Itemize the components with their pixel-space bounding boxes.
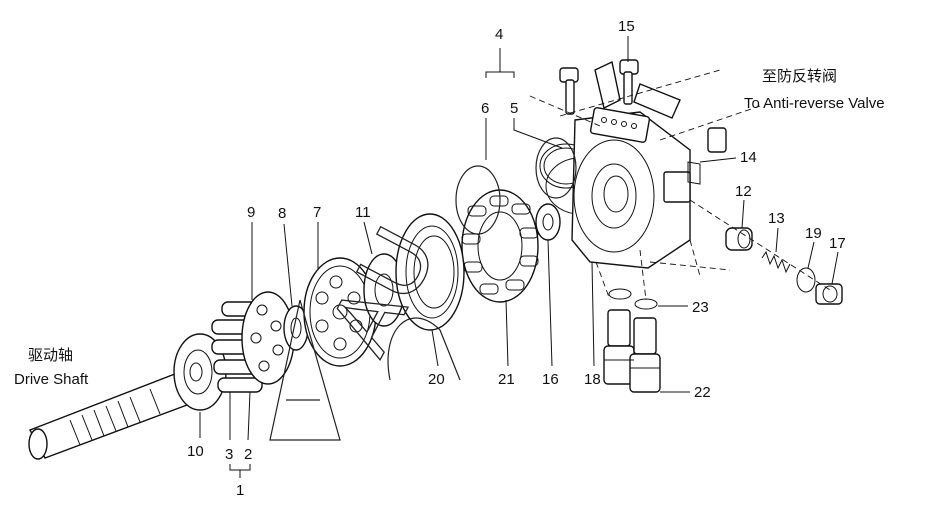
label-3: 3 bbox=[225, 446, 233, 463]
captions: 驱动轴 Drive Shaft 至防反转阀 To Anti-reverse Va… bbox=[14, 67, 885, 388]
part-16-bearing bbox=[535, 203, 561, 241]
part-18-housing bbox=[571, 107, 691, 269]
label-12: 12 bbox=[735, 183, 752, 200]
label-2: 2 bbox=[244, 446, 252, 463]
drive-shaft-caption-cn: 驱动轴 bbox=[28, 346, 73, 364]
label-20: 20 bbox=[428, 371, 445, 388]
part-labels: 1 2 3 4 5 6 7 8 9 10 11 12 13 14 15 16 1… bbox=[187, 18, 846, 499]
label-9: 9 bbox=[247, 204, 255, 221]
part-13-spring bbox=[761, 250, 791, 274]
part-22-relief-valves bbox=[603, 309, 661, 393]
label-10: 10 bbox=[187, 443, 204, 460]
label-6: 6 bbox=[481, 100, 489, 117]
part-15-bolts bbox=[559, 59, 681, 119]
anti-reverse-caption-cn: 至防反转阀 bbox=[762, 67, 837, 85]
label-15: 15 bbox=[618, 18, 635, 35]
part-19-o-ring bbox=[796, 267, 816, 293]
part-21-spring-pack bbox=[461, 189, 539, 303]
label-19: 19 bbox=[805, 225, 822, 242]
part-20-ring-gear bbox=[395, 213, 465, 331]
label-4: 4 bbox=[495, 26, 503, 43]
label-18: 18 bbox=[584, 371, 601, 388]
assembly-lines bbox=[529, 69, 831, 301]
label-21: 21 bbox=[498, 371, 515, 388]
part-12-plug bbox=[725, 227, 753, 251]
label-7: 7 bbox=[313, 204, 321, 221]
part-11-valve-plate bbox=[363, 253, 405, 327]
label-1: 1 bbox=[236, 482, 244, 499]
part-14-fitting bbox=[687, 127, 727, 185]
label-23: 23 bbox=[692, 299, 709, 316]
part-17-plug bbox=[815, 283, 843, 305]
label-11: 11 bbox=[355, 204, 371, 221]
label-16: 16 bbox=[542, 371, 559, 388]
leader-lines bbox=[199, 36, 839, 478]
part-7-cylinder-block bbox=[303, 257, 377, 367]
label-14: 14 bbox=[740, 149, 757, 166]
anti-reverse-caption-en: To Anti-reverse Valve bbox=[744, 95, 885, 112]
label-22: 22 bbox=[694, 384, 711, 401]
label-5: 5 bbox=[510, 100, 518, 117]
label-13: 13 bbox=[768, 210, 785, 227]
label-17: 17 bbox=[829, 235, 846, 252]
part-10-disc bbox=[173, 333, 227, 411]
drive-shaft bbox=[28, 371, 196, 460]
part-23-o-rings bbox=[608, 288, 658, 310]
drive-shaft-caption-en: Drive Shaft bbox=[14, 371, 89, 388]
label-8: 8 bbox=[278, 205, 286, 222]
